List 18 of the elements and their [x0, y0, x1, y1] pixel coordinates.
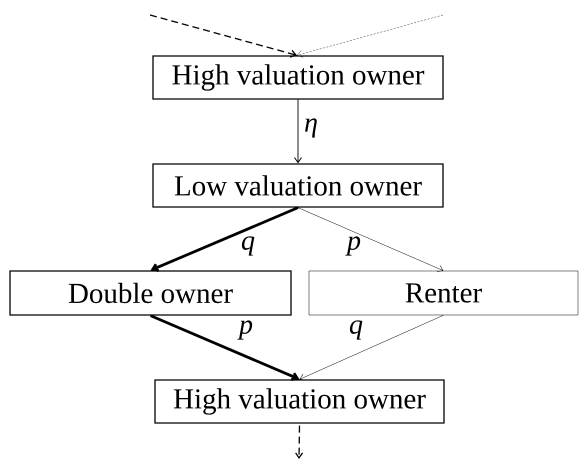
arrow [295, 426, 304, 459]
state-box: Renter [308, 270, 578, 316]
arrow [150, 314, 300, 381]
edge-label: q [350, 320, 362, 340]
arrow [297, 14, 444, 58]
state-box: Double owner [9, 270, 292, 316]
arrow [300, 315, 444, 381]
edge-label: η [305, 118, 317, 138]
state-box: High valuation owner [152, 55, 444, 100]
edge-label: q [242, 236, 254, 256]
state-box: High valuation owner [154, 379, 445, 424]
edge-label: p [345, 236, 360, 256]
state-box: Low valuation owner [152, 163, 444, 208]
arrow [294, 99, 302, 164]
arrow [150, 206, 299, 272]
arrow [298, 207, 444, 272]
arrow [150, 14, 297, 58]
edge-label: p [237, 320, 252, 340]
